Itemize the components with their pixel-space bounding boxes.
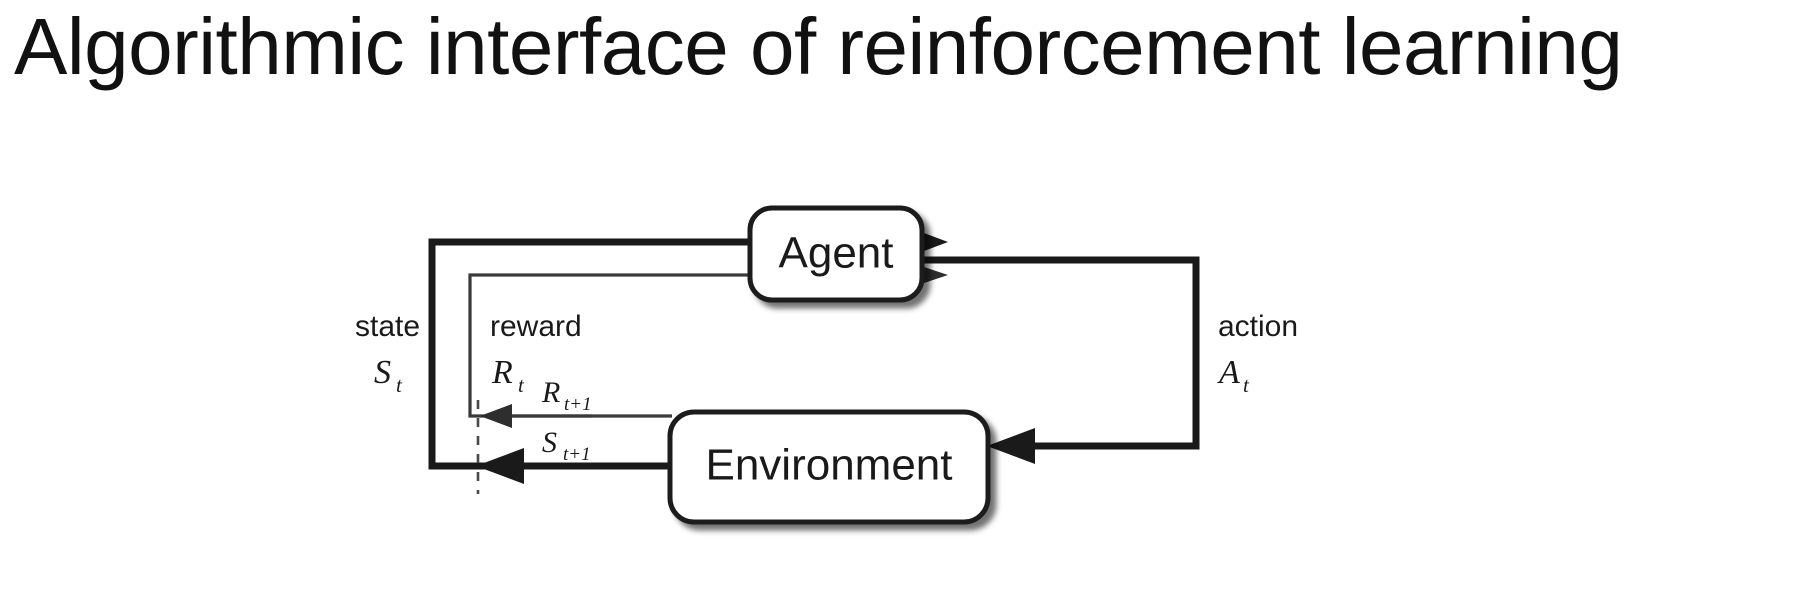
action-symbol-label: A [1217,354,1240,391]
next-state-symbol-subscript: t+1 [563,444,591,465]
agent-box[interactable] [747,205,925,303]
next-reward-arrowhead-icon [480,404,512,428]
state-word-label: state [355,310,420,343]
next-state-flow-path [476,448,672,484]
node-agent[interactable]: Agent [747,205,925,303]
action-word-label: action [1218,310,1298,343]
node-environment[interactable]: Environment [667,409,991,525]
environment-box[interactable] [667,409,991,525]
next-reward-symbol-label: R [541,376,560,409]
action-symbol-subscript: t [1243,373,1250,397]
environment-label: Environment [705,441,952,490]
state-signal-label: state S t [355,310,420,397]
reward-signal-label: reward R t [490,310,582,397]
agent-label: Agent [779,229,894,278]
agent-environment-loop-svg: Agent Environment state S t reward R t a… [355,205,1298,525]
next-reward-flow-path [480,404,672,428]
reward-word-label: reward [490,310,582,343]
state-symbol-label: S [374,354,391,391]
action-signal-label: action A t [1217,310,1298,397]
next-reward-signal-label: R t+1 [541,376,592,415]
action-flow-path [922,256,1200,464]
next-state-signal-label: S t+1 [542,426,591,465]
page-title: Algorithmic interface of reinforcement l… [14,2,1623,91]
next-reward-symbol-subscript: t+1 [564,394,592,415]
state-symbol-subscript: t [396,373,403,397]
action-arrowhead-icon [987,428,1035,464]
reward-symbol-label: R [491,354,513,391]
diagram-canvas: Agent Environment state S t reward R t a… [0,150,1820,594]
reward-symbol-subscript: t [518,373,525,397]
next-state-arrowhead-icon [476,448,524,484]
next-state-symbol-label: S [542,426,557,459]
